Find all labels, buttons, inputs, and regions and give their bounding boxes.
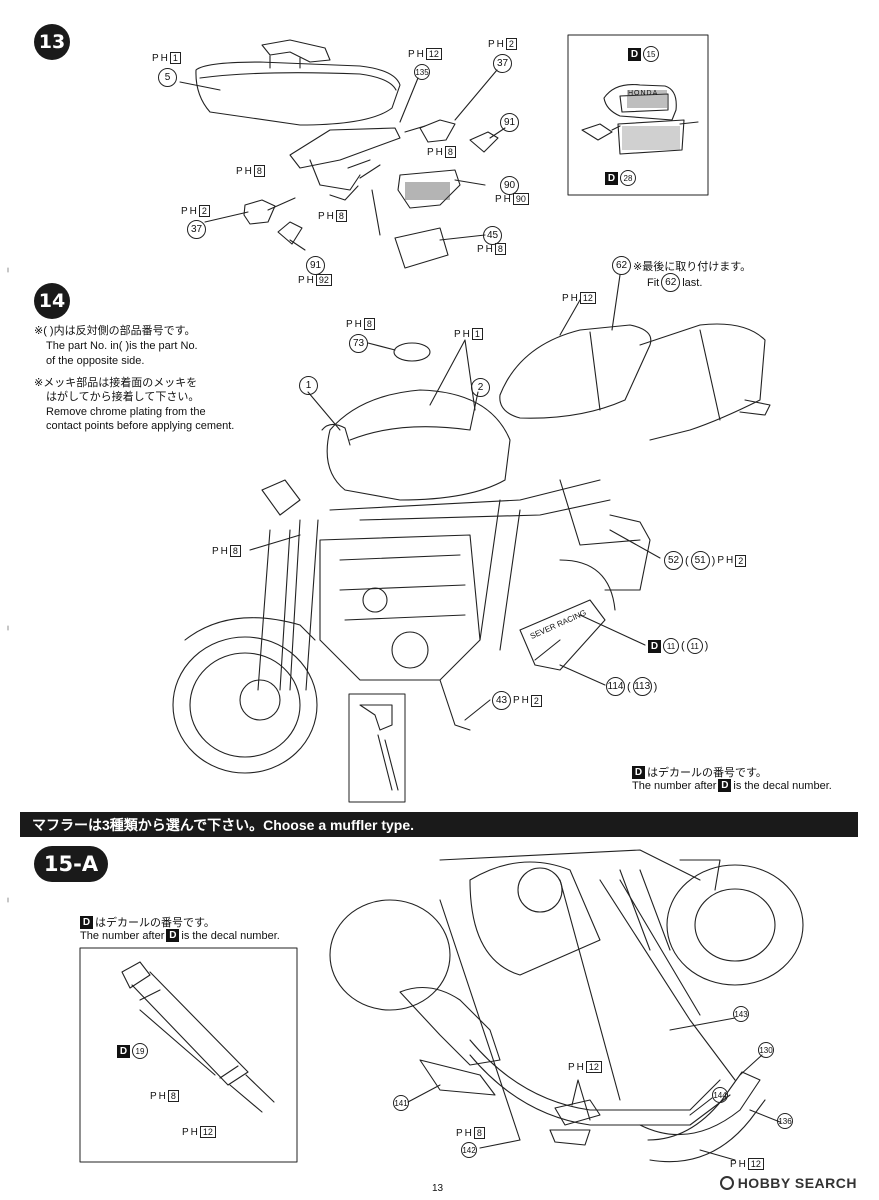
part-114-113: 114(113) [606,677,657,696]
note-paren-jp: ※( )内は反対側の部品番号です。 [34,325,196,337]
step-14-badge: 14 [34,283,70,319]
part-90: 90 [500,176,519,195]
page-number: 13 [432,1183,444,1194]
part-62-note: 62※最後に取り付けます。 [612,256,751,275]
note-chrome-jp1: ※メッキ部品は接着面のメッキを [34,377,198,389]
inset-plate-drawing [581,83,699,155]
part-143: 143 [733,1006,749,1022]
part-73: 73 [349,334,368,353]
motorcycle-drawing [172,274,771,774]
muffler-inset-frame [79,947,298,1163]
step-15a-badge: 15-A [34,846,108,882]
hobby-search-watermark: HOBBY SEARCH [719,1175,857,1191]
bike-right-side-drawing [329,849,804,1163]
kickstand-inset-frame [348,693,406,803]
part-2: 2 [471,378,490,397]
part-91: 91 [306,256,325,275]
part-135: 135 [414,64,430,80]
step-13-badge: 13 [34,24,70,60]
note-chrome-en1: Remove chrome plating from the [46,406,206,418]
muffler-drawing [121,961,275,1113]
part-144: 144 [712,1087,728,1103]
part-1: 1 [299,376,318,395]
part-130: 130 [758,1042,774,1058]
note-paren-en2: of the opposite side. [46,355,145,367]
part-5: 5 [158,68,177,87]
part-142: 142 [461,1142,477,1158]
part-37: 37 [187,220,206,239]
watermark-logo-icon [719,1176,734,1190]
note-chrome-jp2: はがしてから接着して下さい。 [46,391,200,403]
step13-inset-frame [567,34,709,196]
part-141: 141 [393,1095,409,1111]
part-136: 136 [777,1113,793,1129]
honda-plate-text: HONDA [628,90,659,97]
tail-cowl-drawing [179,39,506,269]
muffler-choice-banner: マフラーは3種類から選んで下さい。Choose a muffler type. [20,812,858,837]
note-paren-en1: The part No. in( )is the part No. [46,340,198,352]
part-45: 45 [483,226,502,245]
part-91: 91 [500,113,519,132]
part-37: 37 [493,54,512,73]
note-chrome-en2: contact points before applying cement. [46,420,235,432]
